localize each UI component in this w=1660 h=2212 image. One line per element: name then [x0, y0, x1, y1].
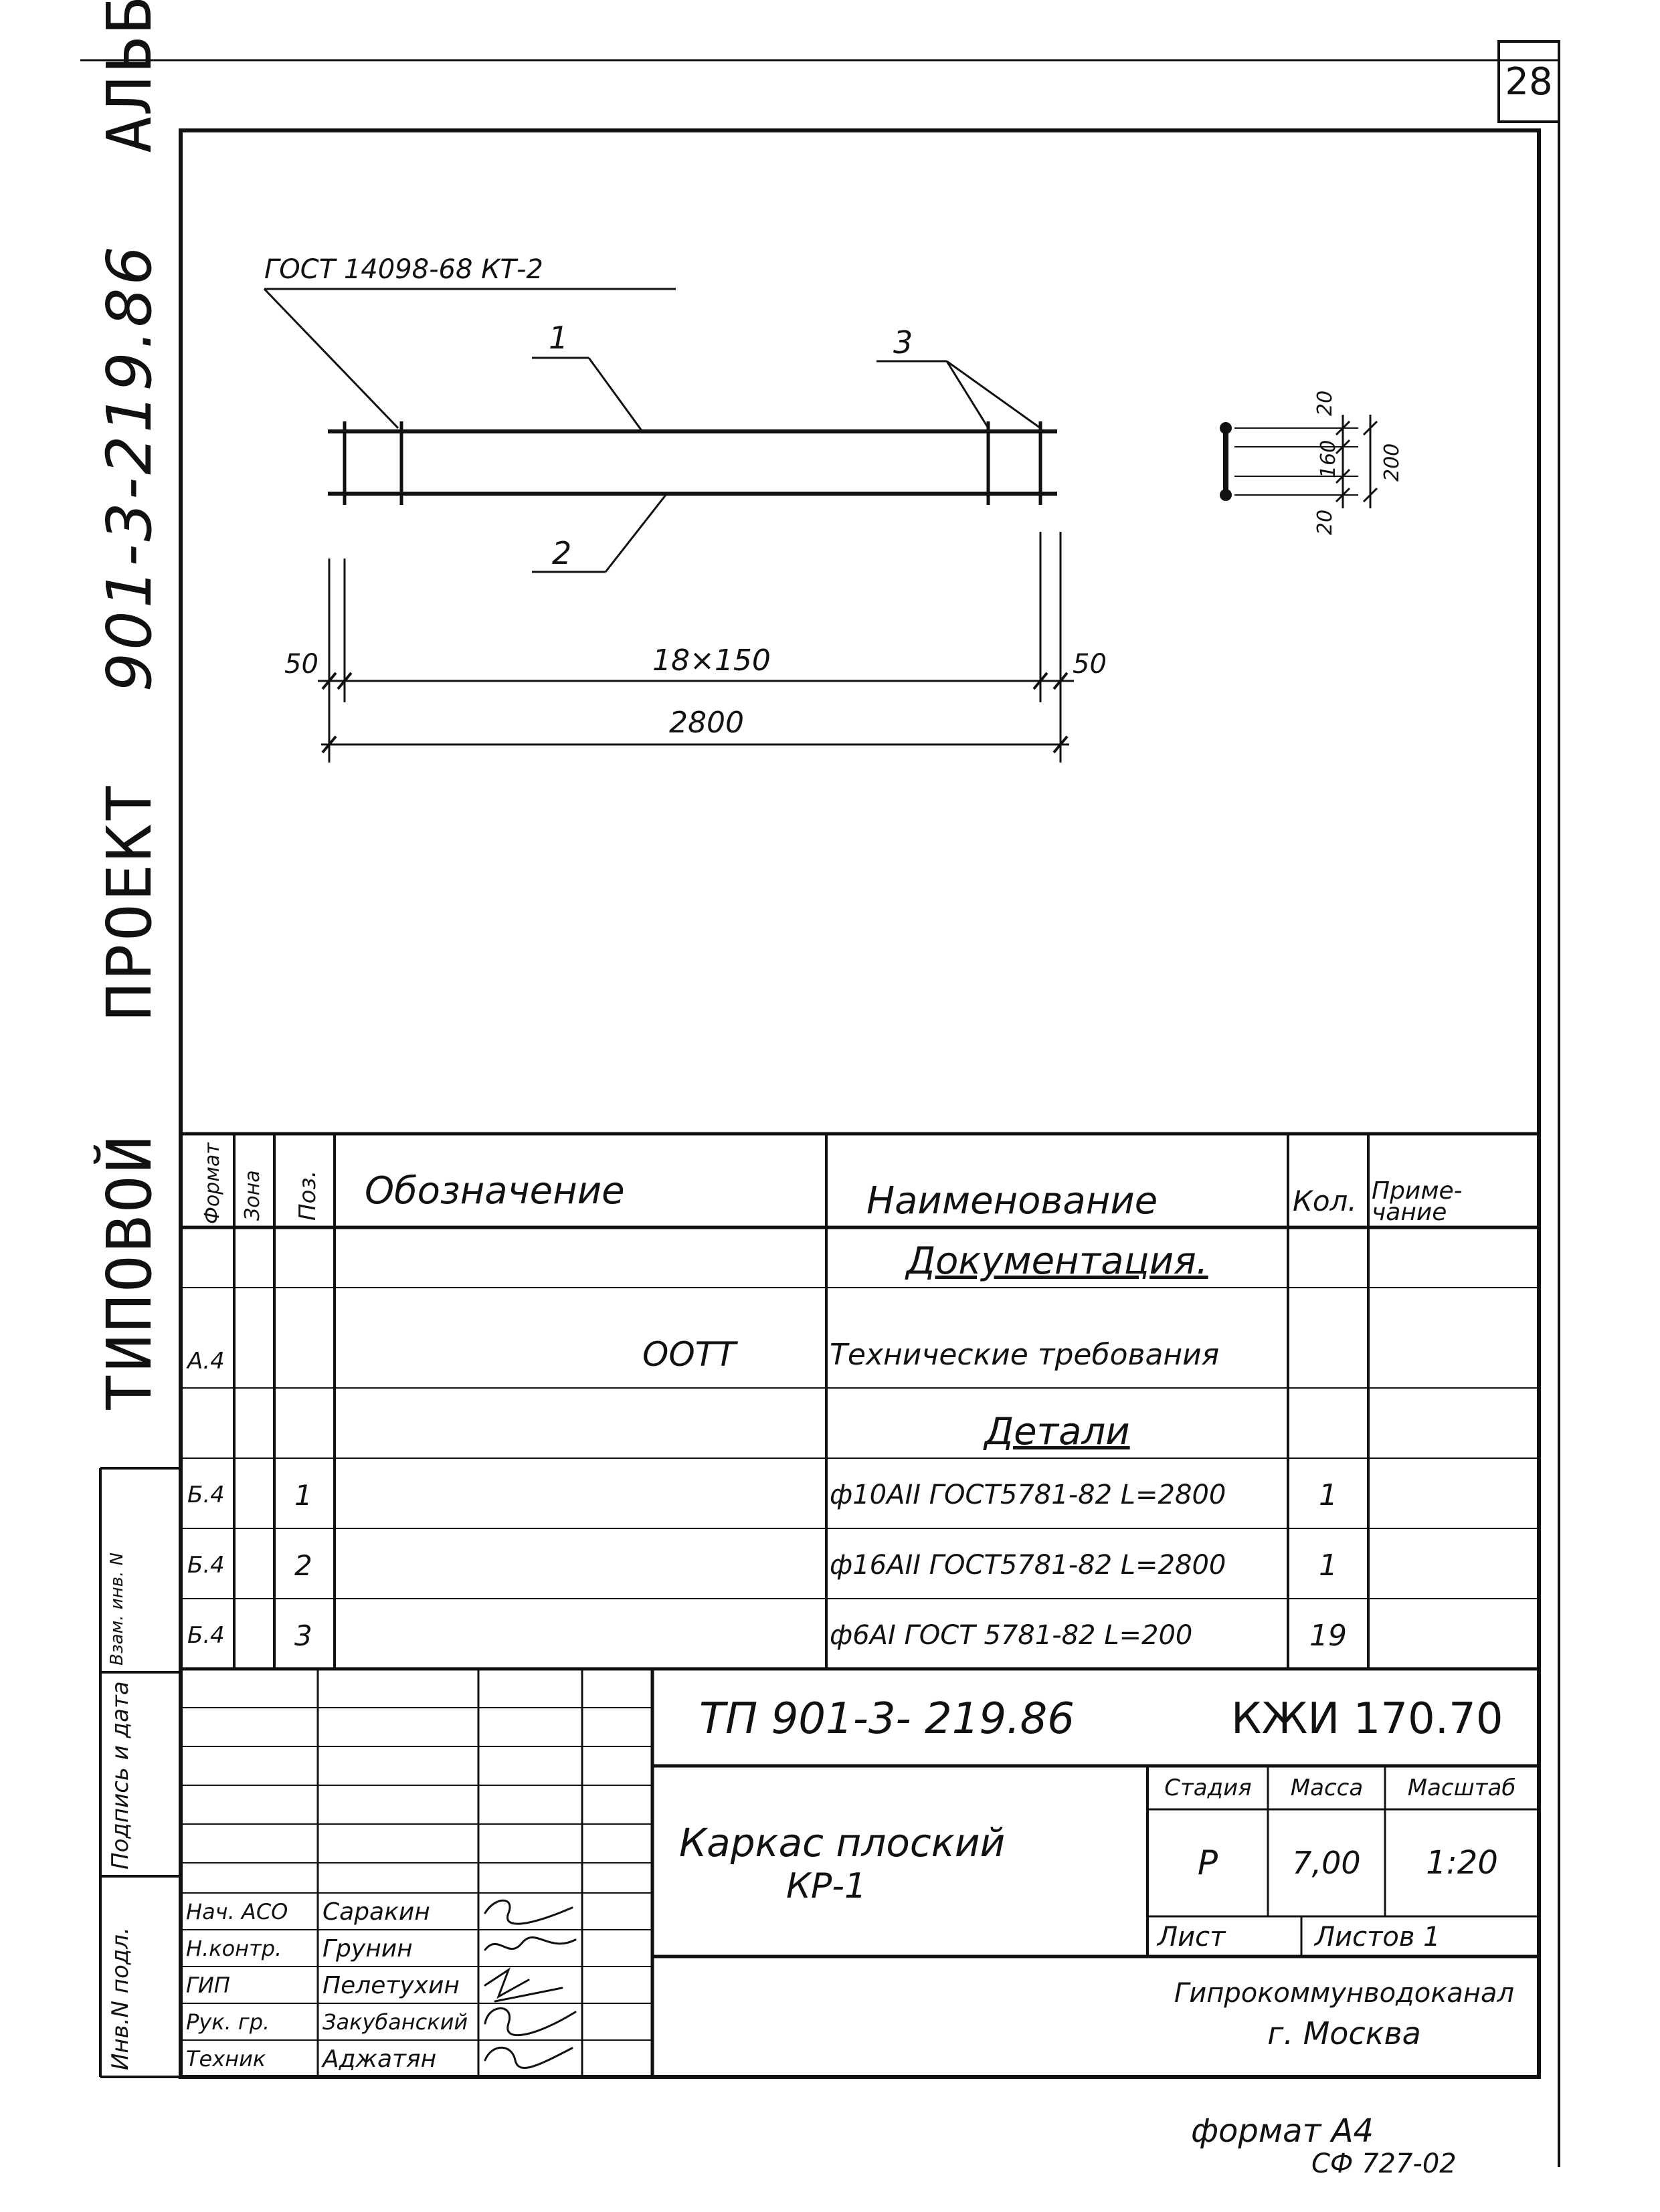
- header-format: Формат: [201, 1142, 224, 1224]
- person-5-role: Техник: [186, 2046, 266, 2072]
- tb-scale: 1:20: [1426, 1844, 1498, 1882]
- person-1-name: Саракин: [322, 1898, 430, 1926]
- stamp-vzam: Взам. инв. N: [107, 1552, 127, 1666]
- page-number: 28: [1505, 60, 1553, 104]
- row-2-name: ф16АII ГОСТ5781-82 L=2800: [830, 1550, 1226, 1581]
- row-1-qty: 1: [1319, 1478, 1338, 1512]
- weld-note: ГОСТ 14098-68 КТ-2: [264, 254, 543, 285]
- signature-4: [484, 2007, 577, 2037]
- row-1-format: Б.4: [187, 1482, 225, 1508]
- footer-format: формат А4: [1191, 2112, 1374, 2150]
- stamp-sign: Подпись и дата: [107, 1681, 134, 1870]
- side-title-code: 901-3-219.86: [94, 243, 165, 692]
- side-title: ТИПОВОЙ ПРОЕКТ 901-3-219.86 АЛЬБОМ III: [94, 0, 165, 1411]
- dim-left: 50: [284, 649, 318, 680]
- row-1-pos: 1: [294, 1478, 312, 1512]
- signature-3: [484, 1967, 563, 2003]
- person-1-role: Нач. АСО: [186, 1899, 288, 1924]
- header-note: Приме-чание: [1372, 1177, 1463, 1226]
- dim-right: 50: [1073, 649, 1107, 680]
- header-zone: Зона: [241, 1170, 264, 1221]
- dim-total: 2800: [669, 706, 744, 740]
- section-parts: Детали: [984, 1409, 1130, 1453]
- sec-top: 20: [1313, 390, 1337, 416]
- side-title-album: АЛЬБОМ III: [94, 0, 165, 153]
- tb-org-1: Гипрокоммунводоканал: [1174, 1978, 1515, 2009]
- signature-1: [484, 1899, 573, 1925]
- signature-5: [484, 2046, 573, 2069]
- header-name: Наименование: [866, 1179, 1158, 1223]
- docs-row-format: А.4: [187, 1348, 225, 1375]
- row-3-format: Б.4: [187, 1622, 225, 1649]
- row-2-qty: 1: [1319, 1548, 1338, 1583]
- tb-sheet-label: Лист: [1158, 1922, 1226, 1952]
- side-title-typovoy: ТИПОВОЙ: [94, 1133, 165, 1411]
- header-designation: Обозначение: [365, 1169, 625, 1213]
- section-docs: Документация.: [906, 1239, 1208, 1283]
- tb-org-2: г. Москва: [1267, 2015, 1421, 2051]
- docs-row-name: Технические требования: [830, 1337, 1220, 1372]
- person-3-name: Пелетухин: [322, 1971, 460, 1999]
- pos-3-label: 3: [893, 324, 913, 361]
- sec-mid: 160: [1317, 439, 1340, 478]
- signature-2: [484, 1936, 577, 1951]
- tb-stage-label: Стадия: [1164, 1775, 1252, 1801]
- row-3-qty: 19: [1309, 1618, 1347, 1653]
- person-4-name: Закубанский: [322, 2009, 468, 2035]
- stamp-inv: Инв.N подл.: [107, 1927, 134, 2070]
- row-3-name: ф6АI ГОСТ 5781-82 L=200: [830, 1620, 1193, 1651]
- tb-sheets-label: Листов 1: [1315, 1922, 1441, 1952]
- person-2-role: Н.контр.: [186, 1936, 282, 1961]
- tb-title-1: Каркас плоский: [679, 1820, 1006, 1866]
- tb-doc-code: КЖИ 170.70: [1231, 1694, 1503, 1744]
- person-3-role: ГИП: [186, 1973, 230, 1998]
- pos-1-label: 1: [549, 320, 569, 356]
- pos-2-label: 2: [552, 535, 572, 571]
- header-pos: Поз.: [294, 1170, 321, 1221]
- footer-code: СФ 727-02: [1311, 2148, 1457, 2179]
- tb-scale-label: Масштаб: [1407, 1775, 1516, 1801]
- tb-project: ТП 901-3- 219.86: [699, 1694, 1075, 1744]
- person-4-role: Рук. гр.: [186, 2009, 270, 2035]
- docs-row-designation: ООТТ: [642, 1335, 736, 1374]
- tb-stage: Р: [1197, 1843, 1218, 1882]
- sec-total: 200: [1380, 443, 1404, 482]
- tb-mass-label: Масса: [1290, 1775, 1364, 1801]
- person-5-name: Аджатян: [322, 2045, 437, 2073]
- dim-pitch: 18×150: [652, 643, 771, 678]
- person-2-name: Грунин: [322, 1934, 413, 1963]
- tb-title-2: КР-1: [786, 1866, 867, 1906]
- row-2-pos: 2: [294, 1548, 312, 1582]
- sec-bot: 20: [1313, 509, 1337, 535]
- row-1-name: ф10АII ГОСТ5781-82 L=2800: [830, 1480, 1226, 1510]
- side-title-proekt: ПРОЕКТ: [94, 782, 165, 1021]
- row-3-pos: 3: [294, 1619, 312, 1652]
- tb-mass: 7,00: [1292, 1845, 1361, 1881]
- header-qty: Кол.: [1293, 1184, 1357, 1217]
- row-2-format: Б.4: [187, 1552, 225, 1579]
